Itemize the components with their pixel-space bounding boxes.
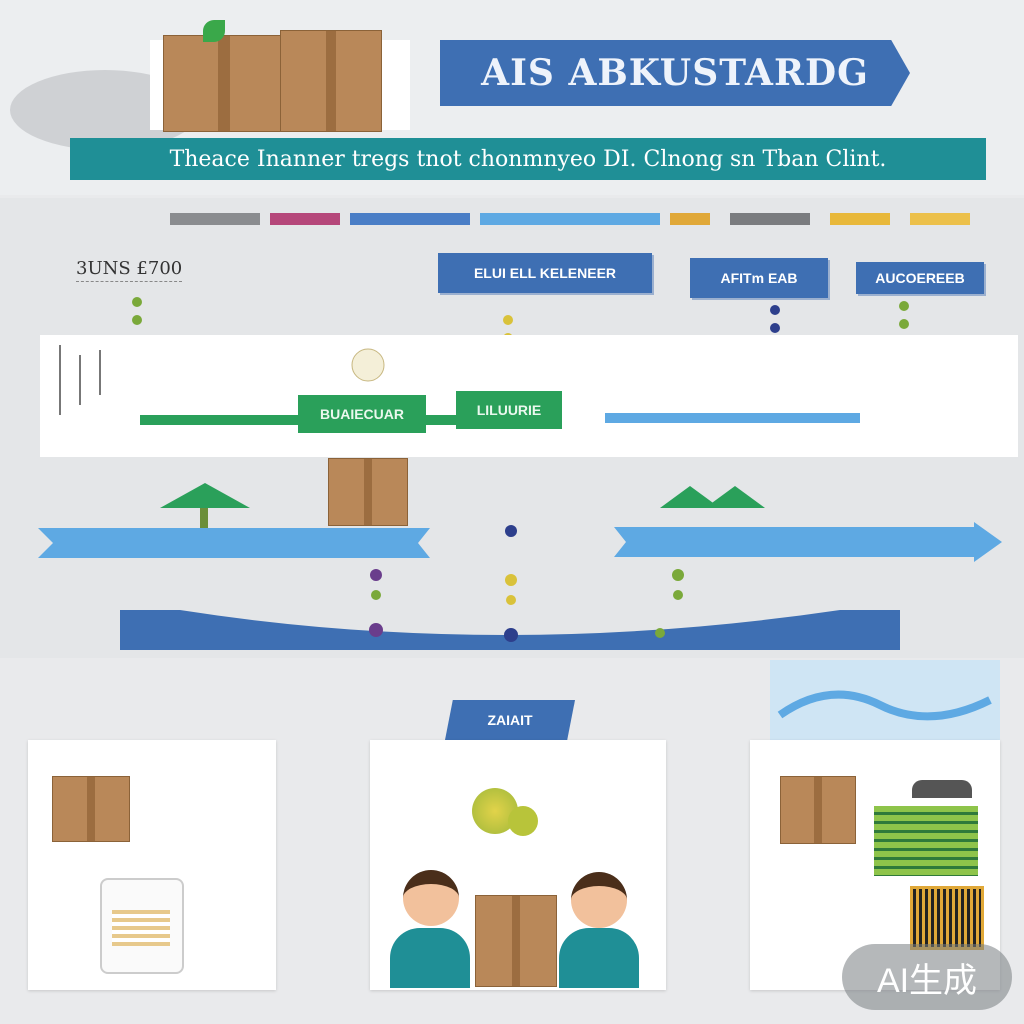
person-right-body: [559, 928, 639, 988]
tree-group-left: [160, 483, 250, 538]
footer-box-left-icon: [52, 776, 130, 842]
ai-badge-text: AI生成: [876, 961, 978, 1000]
ribbon-node: [655, 628, 665, 638]
header-box-right-icon: [280, 30, 382, 132]
person-left-avatar: [385, 870, 475, 988]
footer-box-right-icon: [780, 776, 856, 844]
center-box-icon: [475, 895, 557, 987]
header-box-large-icon: [163, 35, 285, 132]
subtitle-bar: Theace Inanner tregs tnot chonmnyeo DI. …: [70, 138, 986, 180]
stacked-cash-icon: [874, 806, 978, 876]
connector-dot: [503, 315, 513, 325]
green-label-1-text: BUAIECUAR: [320, 406, 404, 422]
blue-ribbon: [120, 610, 900, 650]
title-banner: AIS ABKUSTARDG: [440, 40, 910, 106]
bottom-banner: ZAIAIT: [445, 700, 575, 740]
document-lines: [112, 910, 170, 946]
connector-dot: [371, 590, 381, 600]
tree-trunk: [200, 508, 208, 538]
blue-ribbon-shape: [120, 610, 900, 650]
stage-label-1-text: ELUI ELL KELENEER: [473, 265, 617, 281]
person-right-head: [571, 872, 627, 928]
strip-segment-orange: [670, 213, 710, 225]
green-label-1: BUAIECUAR: [298, 395, 426, 433]
arrow-band-left: [38, 528, 430, 558]
node-dot-icon: [505, 525, 517, 537]
connector-dot: [370, 569, 382, 581]
middle-box-icon: [328, 458, 408, 526]
connector-dot: [899, 319, 909, 329]
person-left-body: [390, 928, 470, 988]
green-label-2-text: LILUURIE: [476, 402, 542, 418]
connector-dot: [672, 569, 684, 581]
clock-icon: [351, 348, 385, 382]
connector-dots-bottom: [370, 569, 684, 605]
bottom-banner-text: ZAIAIT: [487, 712, 533, 728]
device-stand: [912, 780, 972, 798]
date-label: 3UNS £700: [76, 258, 183, 282]
stage-label-3-text: AUCOEREEB: [875, 270, 965, 286]
ai-generated-badge: AI生成: [842, 944, 1012, 1010]
stage-label-3: AUCOEREEB: [856, 262, 984, 294]
green-label-2: LILUURIE: [456, 391, 562, 429]
arrow-left-shape: [38, 528, 430, 558]
ribbon-node: [504, 628, 518, 642]
connector-dot: [673, 590, 683, 600]
connector-dot: [770, 305, 780, 315]
strip-segment-yellow: [830, 213, 890, 225]
strip-segment-gold: [910, 213, 970, 225]
process-line-blue: [605, 413, 860, 423]
ribbon-node: [369, 623, 383, 637]
decorative-color-strip: [170, 213, 970, 225]
stage-label-1: ELUI ELL KELENEER: [438, 253, 652, 293]
person-left-head: [403, 870, 459, 926]
strip-segment-gray: [170, 213, 260, 225]
arrow-band-right: [614, 522, 1002, 562]
tree-group-right: [660, 486, 765, 508]
barcode-icon: [910, 886, 984, 950]
tree-canopy-icon: [660, 486, 720, 508]
water-wave: [770, 660, 1000, 740]
connector-dot: [899, 301, 909, 311]
connector-dot: [132, 315, 142, 325]
person-right-avatar: [555, 872, 645, 988]
connector-dot: [506, 595, 516, 605]
stage-label-2: AFITm EAB: [690, 258, 828, 298]
globe-icon-small: [508, 806, 538, 836]
wave-line: [777, 690, 992, 721]
subtitle-text: Theace Inanner tregs tnot chonmnyeo DI. …: [169, 146, 887, 172]
strip-segment-lightblue: [480, 213, 660, 225]
tree-canopy-icon: [705, 486, 765, 508]
arrow-right-shape: [614, 522, 1002, 562]
stage-label-2-text: AFITm EAB: [720, 270, 798, 286]
connector-dot: [132, 297, 142, 307]
strip-segment-magenta: [270, 213, 340, 225]
leaf-icon: [203, 20, 225, 42]
tree-canopy-icon: [160, 483, 250, 508]
connector-dot: [505, 574, 517, 586]
strip-segment-darkgray: [730, 213, 810, 225]
document-icon: [100, 878, 184, 974]
strip-segment-blue: [350, 213, 470, 225]
page-title: AIS ABKUSTARDG: [481, 52, 869, 94]
connector-dot: [770, 323, 780, 333]
